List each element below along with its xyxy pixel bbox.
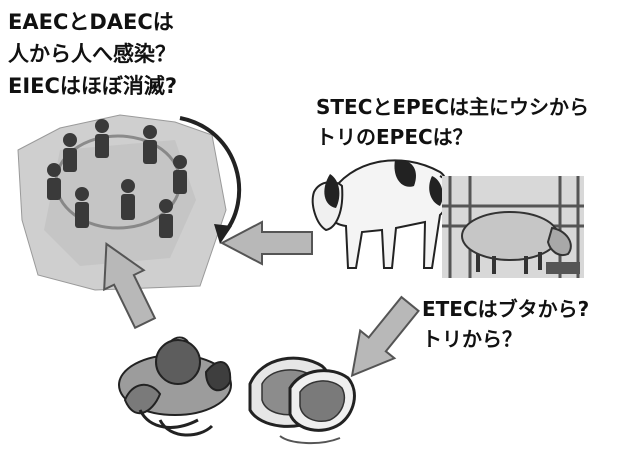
cattle-label-line-1: STECとEPECは主にウシから [316,95,590,119]
pig-label-line-1: ETECはブタから? [422,297,590,321]
pig-label-line-2: トリから？ [422,327,522,351]
vegetables-icon [118,336,232,437]
human-label-line-2: 人から人へ感染？ [8,42,176,66]
cattle-source-label: STECとEPECは主にウシから トリのEPECは？ [316,92,589,152]
cattle-label-line-2: トリのEPECは？ [316,125,473,149]
arrow-cow-to-human [219,220,313,266]
people-circle-icon [17,114,242,291]
human-label-line-1: EAECとDAECは [8,10,174,34]
human-transmission-label: EAECとDAECは 人から人へ感染？ EIECはほぼ消滅? [8,6,177,102]
meat-icon [248,356,356,445]
arrow-pig-to-meat [350,295,420,378]
pig-source-label: ETECはブタから? トリから？ [422,294,589,354]
pig-icon [442,176,584,278]
arrow-vegetables-to-human [103,242,157,330]
human-label-line-3: EIECはほぼ消滅? [8,74,178,98]
cow-icon [311,159,455,269]
